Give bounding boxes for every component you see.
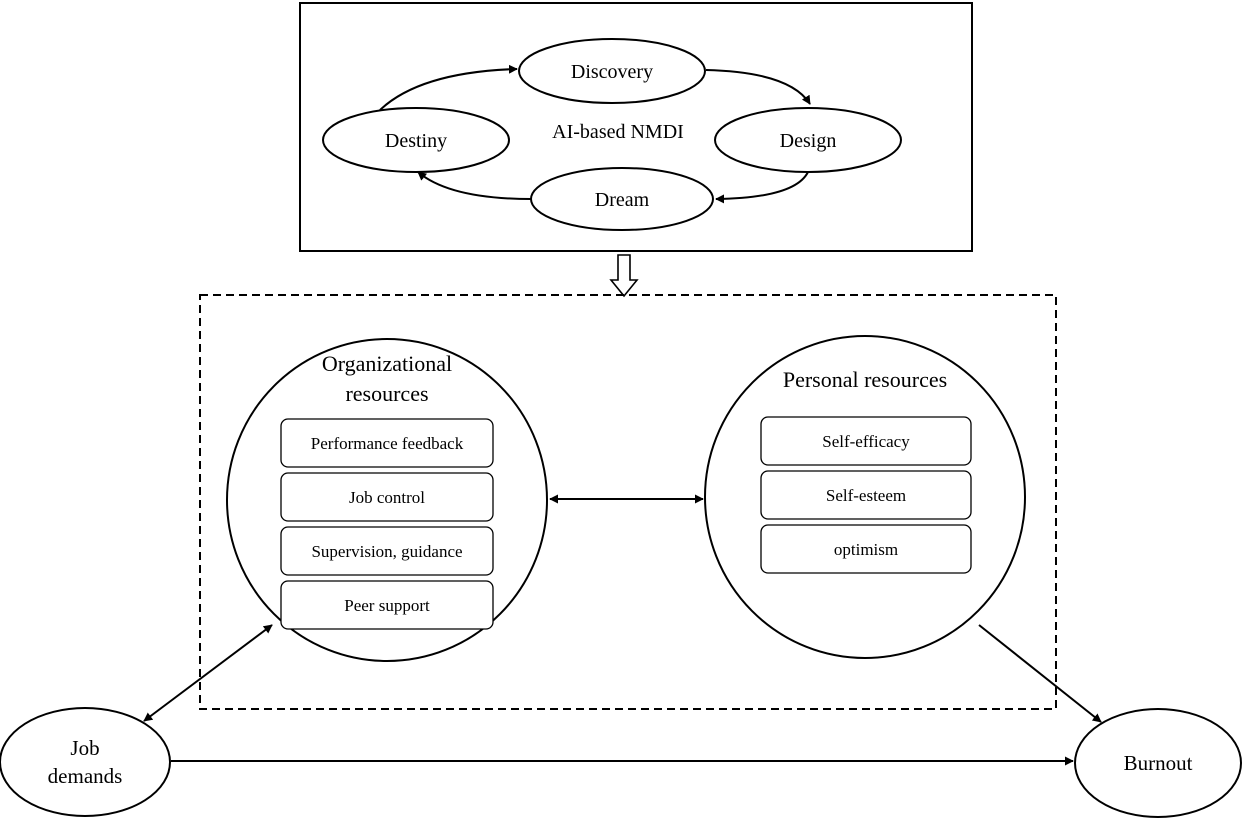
- destiny-node: [322, 107, 510, 173]
- org-item-label: Peer support: [344, 596, 430, 615]
- org-item-label: Performance feedback: [311, 434, 464, 453]
- org-item-label: Job control: [349, 488, 425, 507]
- organizational-resources-title-line1: Organizational: [322, 351, 452, 376]
- job-demands-label-line1: Job: [70, 736, 99, 760]
- personal-resources-to-burnout-arrow: [978, 624, 1102, 723]
- resources-dashed-box: [199, 294, 1057, 710]
- discovery-label: Discovery: [571, 61, 653, 83]
- arrow-dream-to-destiny: [417, 171, 532, 200]
- org-item-box: [280, 526, 494, 576]
- ai-based-nmdi-label: AI-based NMDI: [552, 121, 684, 143]
- arrow-discovery-to-design: [705, 69, 811, 105]
- arrow-design-to-dream: [715, 171, 809, 204]
- organizational-resources-items: Performance feedback Job control Supervi…: [280, 418, 494, 630]
- destiny-label: Destiny: [385, 130, 447, 152]
- job-demands-label-line2: demands: [48, 764, 123, 788]
- org-item-box: [280, 418, 494, 468]
- arrow-destiny-to-discovery: [379, 64, 518, 111]
- org-item-box: [280, 580, 494, 630]
- dream-label: Dream: [595, 189, 650, 211]
- personal-item-label: Self-efficacy: [822, 432, 910, 451]
- personal-item-box: [760, 470, 972, 520]
- personal-item-box: [760, 416, 972, 466]
- burnout-ellipse: [1074, 708, 1242, 818]
- hollow-down-arrow: [609, 254, 639, 298]
- personal-item-label: Self-esteem: [826, 486, 906, 505]
- discovery-node: [518, 38, 706, 104]
- org-item-box: [280, 472, 494, 522]
- personal-item-box: [760, 524, 972, 574]
- burnout-label: Burnout: [1124, 751, 1193, 775]
- job-demands-org-resources-arrow: [143, 624, 273, 722]
- personal-resources-items: Self-efficacy Self-esteem optimism: [760, 416, 972, 574]
- personal-resources-title: Personal resources: [783, 367, 947, 392]
- ai-cycle-box: [299, 2, 973, 252]
- personal-item-label: optimism: [834, 540, 898, 559]
- org-item-label: Supervision, guidance: [311, 542, 462, 561]
- design-label: Design: [780, 130, 837, 152]
- job-demands-ellipse: [0, 707, 171, 817]
- organizational-resources-title-line2: resources: [345, 381, 428, 406]
